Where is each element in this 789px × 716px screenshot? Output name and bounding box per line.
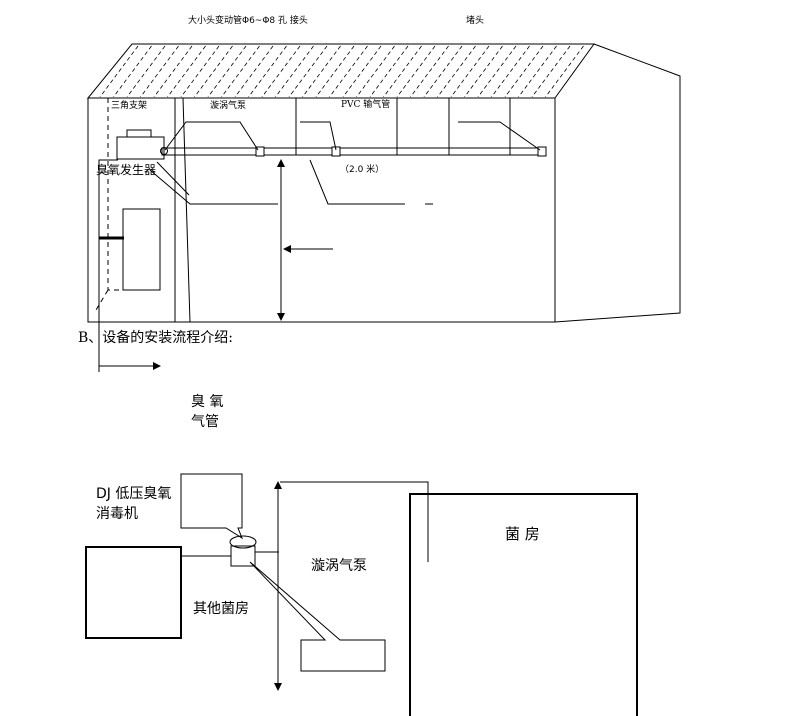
leader-line [458,121,541,151]
post [182,97,191,323]
roof-hatch-line [126,45,166,98]
roof-hatch-line [464,45,503,98]
room-box [409,493,638,716]
roof-hatch-line [261,45,301,98]
roof-hatch-line [167,45,206,98]
generator-top [126,129,152,138]
ozone-pipe-line [280,481,429,562]
pvc-label: PVC 输气管 [341,100,391,110]
pump-body [230,545,256,567]
roof-hatch-line [369,45,409,98]
roof-hatch-line [194,45,233,98]
roof-hatch-line [518,45,557,98]
roof-hatch-line [491,45,530,98]
roof-hatching [99,45,584,98]
leader-line [149,169,278,205]
dashed-outline [95,289,109,311]
end-cap-label: 堵头 [466,16,485,26]
length-label: （2.0 米） [340,165,385,175]
top-diagram [86,43,681,372]
pipe-inlet [160,147,168,155]
roof-hatch-line [113,45,152,98]
roof-hatch-line [315,45,355,98]
bottom-pump-label: 漩涡气泵 [311,558,367,574]
top-pump-label: 漩涡气泵 [210,101,247,111]
leader-line [164,121,259,151]
generator-label: 臭氧发生器 [96,163,157,177]
roof-hatch-line [207,45,247,98]
pipe-title-label: 大小头变动管Φ6~Φ8 孔 接头 [188,16,308,26]
roof-hatch-line [221,45,260,98]
roof-hatch-line [153,45,193,98]
leader-line [309,159,405,205]
machine-cabinet [122,208,161,291]
roof-hatch-line [383,45,422,98]
other-rooms-label: 其他菌房 [193,601,249,617]
tripod-label: 三角支架 [111,101,148,111]
leader-line [300,121,337,151]
roof-hatch-line [477,45,517,98]
roof-hatch-line [437,45,476,98]
roof-hatch-line [423,45,463,98]
roof-hatch-line [302,45,341,98]
dashed-outline [107,98,160,291]
feed-line [98,159,118,372]
pump-callout [249,561,386,672]
machine-callout [180,473,244,540]
ozone-pipe-label-line1: 臭 氧 [191,394,224,410]
roof-hatch-line [504,45,544,98]
roof-hatch-line [450,45,490,98]
roof-hatch-line [234,45,274,98]
roof-hatch-line [356,45,395,98]
pipe-joint [255,146,265,157]
roof-hatch-line [342,45,382,98]
other-rooms-box [85,546,182,639]
leader-line [156,161,190,196]
roof-hatch-line [180,45,220,98]
pipe-end-cap [537,146,547,157]
roof-hatch-line [329,45,368,98]
roof-hatch-line [396,45,436,98]
ozone-generator [116,136,165,160]
roof-hatch-line [140,45,179,98]
roof-outline [86,43,595,99]
machine-label-line1: DJ 低压臭氧 [96,486,172,502]
side-wall [554,43,681,323]
pump-top [229,535,257,549]
roof-hatch-line [248,45,287,98]
roof-hatch-line [531,45,571,98]
machine-label-line2: 消毒机 [96,506,138,522]
roof-hatch-line [545,45,584,98]
front-wall [87,97,556,323]
roof-hatch-line [410,45,449,98]
roof-hatch-line [288,45,328,98]
roof-hatch-line [99,45,139,98]
ozone-pipe-label-line2: 气管 [191,414,219,430]
room-label: 菌 房 [505,525,540,543]
roof-hatch-line [275,45,314,98]
bottom-diagram [85,473,638,716]
section-heading: B、设备的安装流程介绍: [78,330,234,346]
pipe-joint [331,146,341,157]
pvc-pipe [161,147,543,156]
